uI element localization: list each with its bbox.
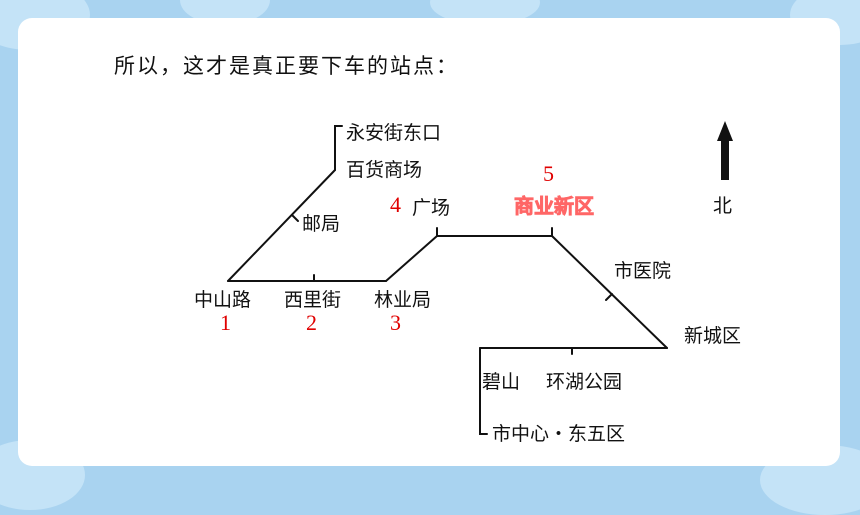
station-label-yongan: 永安街东口 — [346, 122, 441, 144]
station-label-baihuo: 百货商场 — [346, 159, 422, 181]
station-label-bishan: 碧山 — [482, 371, 520, 393]
route-segment — [385, 235, 438, 282]
station-label-xili: 西里街 — [284, 289, 341, 311]
stop-number-4: 4 — [390, 192, 401, 217]
station-label-shiyiyuan: 市医院 — [614, 260, 671, 282]
station-label-guangchang: 广场 — [412, 197, 450, 219]
stop-number-3: 3 — [390, 310, 401, 335]
station-label-youju: 邮局 — [302, 213, 340, 235]
route-map: 永安街东口 百货商场 邮局 广场 商业新区 北 市医院 新城区 中山路 西里街 … — [194, 121, 741, 445]
stop-tick — [291, 214, 299, 222]
route-segment — [479, 347, 488, 435]
north-label: 北 — [713, 195, 732, 217]
route-segment — [334, 125, 343, 171]
route-segment — [551, 235, 668, 349]
station-label-xincheng: 新城区 — [684, 325, 741, 347]
station-label-shangye: 商业新区 — [514, 194, 594, 218]
stop-number-1: 1 — [220, 310, 231, 335]
station-label-huanhu: 环湖公园 — [546, 371, 622, 393]
route-segment — [227, 169, 336, 282]
stop-number-2: 2 — [306, 310, 317, 335]
station-label-linye: 林业局 — [374, 289, 431, 311]
stop-tick — [605, 293, 613, 301]
station-label-shizhongxin: 市中心・东五区 — [492, 423, 625, 445]
arrow-up-icon — [717, 121, 733, 180]
page-heading: 所以，这才是真正要下车的站点： — [114, 54, 459, 78]
station-label-zhongshan: 中山路 — [194, 289, 251, 311]
route-lines — [227, 125, 668, 435]
stop-number-5: 5 — [543, 161, 554, 186]
